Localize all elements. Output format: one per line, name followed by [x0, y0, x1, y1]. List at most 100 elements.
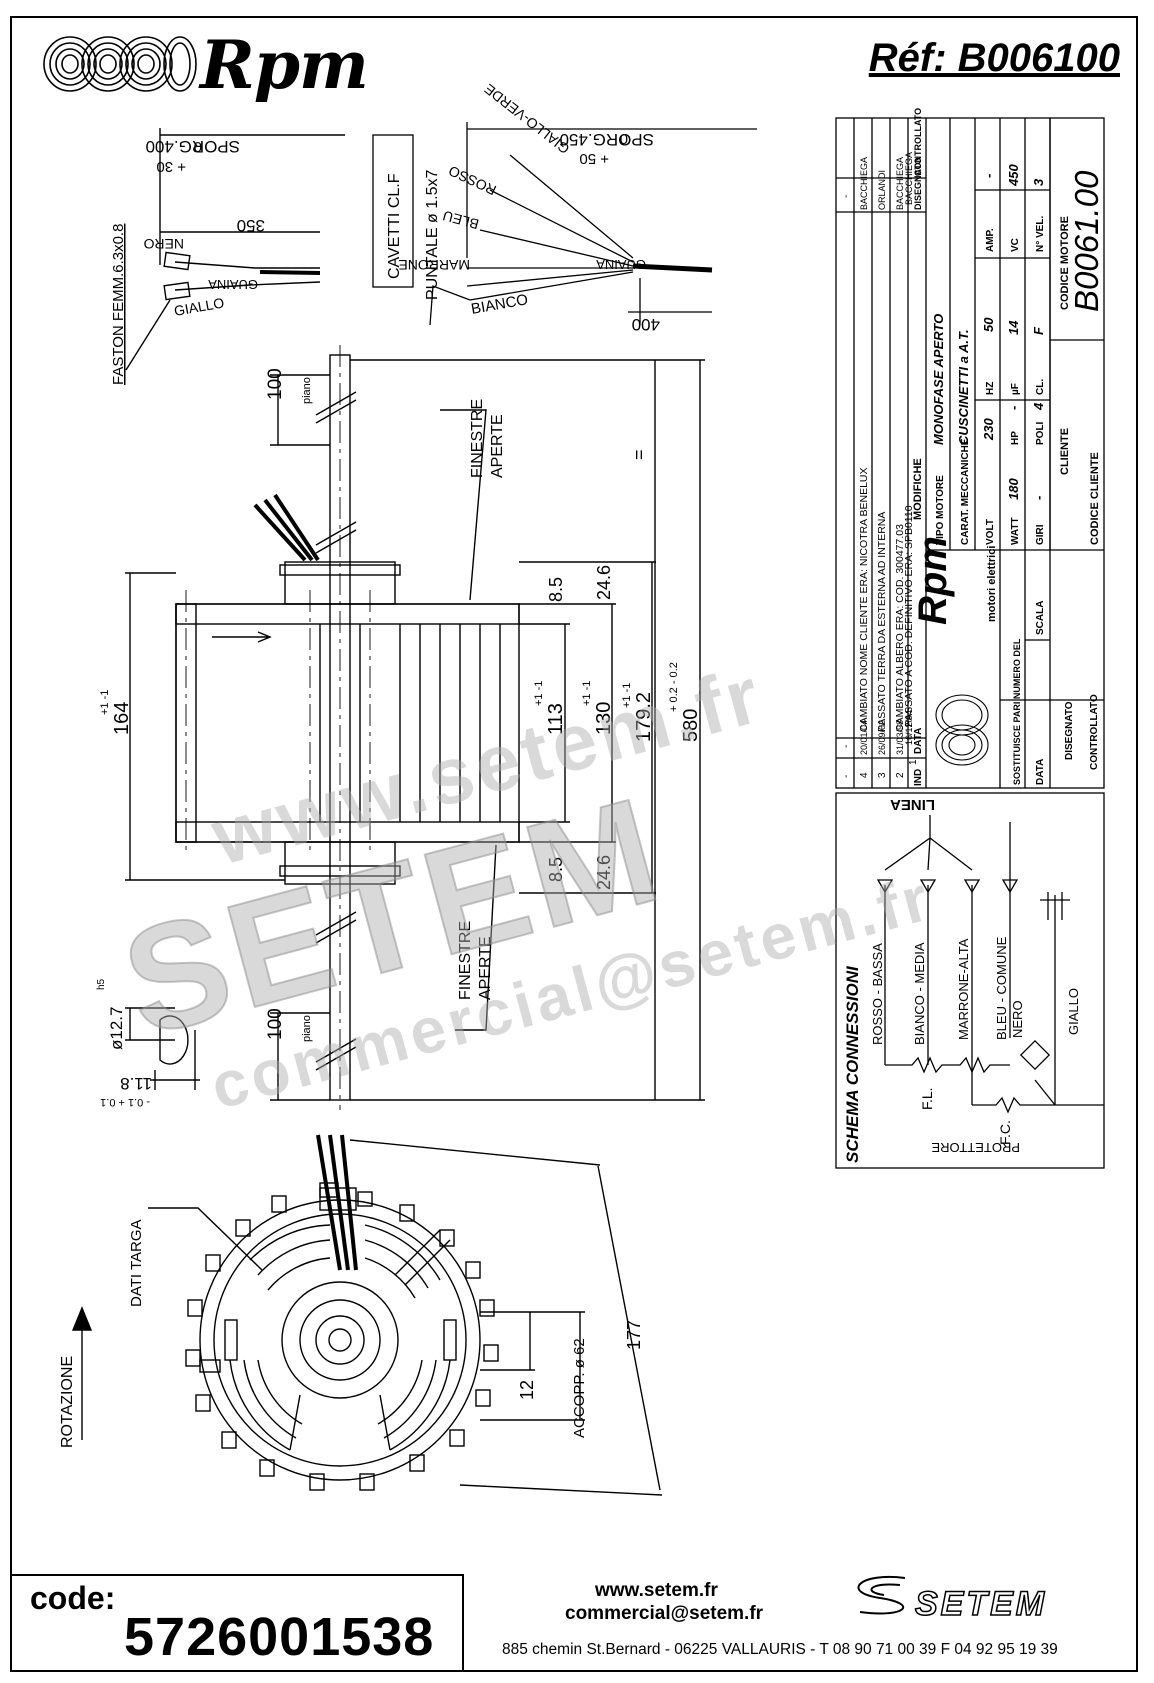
data-label: DATA: [1035, 759, 1046, 785]
brand-sub: motori elettrici: [986, 546, 998, 622]
cavetti-label: CAVETTI CL.F: [386, 173, 403, 279]
sostituisce-label: SOSTITUISCE PARI NUMERO DEL: [1012, 638, 1022, 785]
rev-row2-ind: 2: [895, 772, 906, 778]
watt-label: WATT: [1010, 517, 1021, 545]
rev-col-data: DATA: [913, 728, 924, 754]
dim-177: 177: [624, 1320, 644, 1350]
codice-cliente-label: CODICE CLIENTE: [1089, 452, 1101, 545]
label-bleu: BLEU: [441, 208, 480, 233]
wire-bundle-left: [259, 270, 321, 275]
side-view-motor: [125, 345, 705, 1110]
rev-row1-date: 16/12/94: [904, 710, 914, 745]
codice-motore-value: B0061.00: [1068, 170, 1105, 312]
rev-row3-ind: 3: [877, 772, 888, 778]
wires-detail-left: [125, 128, 345, 371]
rev-row4-date: 20/01/04: [859, 720, 869, 755]
dim-100-top: 100: [265, 368, 286, 400]
tipo-motore: MONOFASE APERTO: [931, 314, 946, 445]
dim-130-tol: +1 -1: [581, 681, 593, 706]
finestre-top-2: APERTE: [489, 414, 506, 478]
faston-label: FASTON FEMM.6.3x0.8: [110, 224, 127, 385]
label-marrone: MARRONE: [398, 257, 470, 273]
length-400: 400: [632, 315, 660, 334]
dim-113: 113: [545, 703, 567, 735]
cliente-label: CLIENTE: [1059, 428, 1071, 475]
dim-100-bot: 100: [265, 1008, 286, 1040]
front-view-wire-exit: [316, 1134, 358, 1271]
dim-164-tol: +1 -1: [99, 690, 111, 715]
setem-logo-text: SETEM: [914, 1584, 1048, 1624]
header-logo: Rpm: [200, 26, 369, 104]
sporg-left: SPORG.400: [146, 137, 241, 156]
protettore-label: PROTETTORE: [931, 1140, 1020, 1155]
brand-small: Rpm: [911, 536, 955, 625]
dim-130: 130: [593, 702, 615, 735]
piano-label-top: piano: [301, 377, 313, 404]
wire-nero: NERO: [1010, 1000, 1025, 1038]
dim-24-6-top: 24.6: [594, 565, 614, 600]
wire-bianco-media: BIANCO - MEDIA: [912, 942, 927, 1045]
sporg-right: SPORG.450: [560, 130, 655, 149]
finestre-bot-2: APERTE: [477, 936, 494, 1000]
label-nero: NERO: [143, 236, 184, 252]
dim-113-tol: +1 -1: [533, 681, 545, 706]
finestre-top-1: FINESTRE: [469, 399, 486, 478]
brand-small-coil: [935, 694, 989, 766]
rev-row4-by: BACCHIEGA: [859, 157, 869, 210]
wire-giallo: GIALLO: [1066, 988, 1081, 1035]
code-value: 5726001538: [124, 1607, 435, 1667]
giri-label: GIRI: [1035, 524, 1046, 545]
hp-label: HP: [1010, 431, 1021, 445]
guaina-left: GUAINA: [208, 277, 258, 292]
equal-sign: =: [629, 449, 649, 460]
puntale-label: PUNTALE ø 1.5x7: [424, 169, 441, 300]
dim-179: 179.2: [633, 692, 655, 742]
rev-row3-by: ORLANDI: [877, 170, 887, 210]
cl-label: CL.: [1035, 379, 1046, 395]
hz-label: HZ: [985, 382, 996, 395]
rev-col-disegnato: DISEGNATO: [913, 157, 923, 210]
shaft-h5: h5: [96, 978, 107, 990]
carat-label: CARAT. MECCANICHE: [960, 438, 971, 545]
watt-value: 180: [1006, 478, 1021, 500]
plus-right: + 50: [579, 150, 609, 167]
poli-label: POLI: [1035, 421, 1046, 445]
rev-col-controllato: CONTROLLATO: [913, 108, 923, 176]
front-view-motor: [71, 1139, 663, 1496]
rev-row2-text: CAMBIATO ALBERO ERA: COD. 300477.03: [894, 524, 906, 732]
rev-row4-text: CAMBIATO NOME CLIENTE ERA: NICOTRA BENEL…: [858, 468, 870, 733]
dim-24-6-bot: 24.6: [594, 855, 614, 890]
website-link[interactable]: www.setem.fr: [595, 1580, 718, 1601]
title-block-grid: [835, 117, 1105, 789]
rev-top-date: -: [841, 745, 852, 748]
wire-marrone-alta: MARRONE-ALTA: [956, 938, 971, 1040]
rev-col-modifiche: MODIFICHE: [912, 458, 924, 520]
volt-label: VOLT: [985, 519, 996, 545]
vc-label: VC: [1010, 238, 1021, 252]
scala-label: SCALA: [1035, 601, 1046, 635]
code-label: code:: [30, 1580, 116, 1616]
rev-row1-text: PASSATO A COD. DEFINITIVO ERA: SPB0110: [903, 505, 915, 727]
email-link[interactable]: commercial@setem.fr: [565, 1603, 764, 1624]
connection-schema: [835, 792, 1105, 1169]
rpm-coil-logo: [43, 36, 197, 92]
dim-12: 12: [517, 1380, 537, 1400]
rev-row2-by: BACCHIEGA: [895, 157, 905, 210]
uf-value: 14: [1006, 320, 1021, 335]
shaft-diameter: ø12.7: [107, 1007, 126, 1050]
flat-dim-tol: - 0.1 + 0.1: [100, 1096, 150, 1108]
hp-value: -: [1006, 406, 1021, 410]
label-rosso: ROSSO: [446, 163, 499, 199]
codice-motore-label: CODICE MOTORE: [1059, 216, 1071, 310]
wire-rosso-bassa: ROSSO - BASSA: [870, 943, 885, 1045]
schema-title: SCHEMA CONNESSIONI: [843, 965, 862, 1163]
rev-row3-date: 26/09/02: [877, 720, 887, 755]
setem-logo-icon: [857, 1575, 906, 1615]
dim-8-5-top: 8.5: [546, 577, 566, 602]
drawing-frame: [10, 16, 1138, 1672]
label-bianco: BIANCO: [470, 291, 530, 318]
volt-value: 230: [981, 418, 996, 441]
zero-right: 0: [620, 130, 628, 147]
amp-value: -: [981, 174, 996, 178]
